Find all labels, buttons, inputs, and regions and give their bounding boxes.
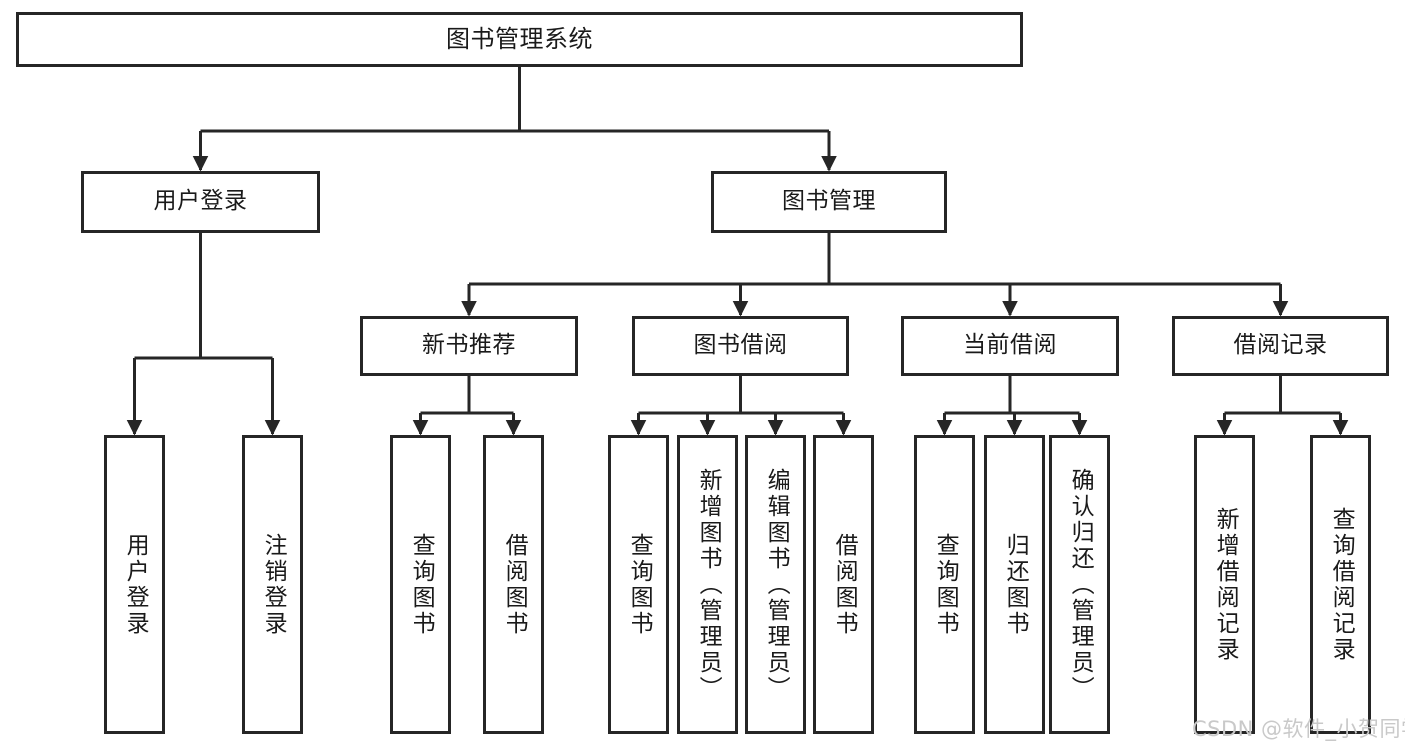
node-leaf-return-book-label: 归还图书 — [1002, 532, 1029, 637]
node-leaf-query-record-label: 查询借阅记录 — [1328, 506, 1355, 663]
node-leaf-query-book-1[interactable]: 查询图书 — [390, 435, 451, 734]
node-leaf-edit-book-label: 编辑图书（管理员） — [763, 467, 790, 702]
node-current-borrow[interactable]: 当前借阅 — [901, 316, 1119, 376]
node-root-label: 图书管理系统 — [446, 25, 593, 54]
node-leaf-confirm-return-label: 确认归还（管理员） — [1067, 467, 1094, 702]
node-leaf-logout-label: 注销登录 — [260, 532, 287, 637]
node-book-borrow-label: 图书借阅 — [693, 332, 788, 359]
node-leaf-borrow-book-2[interactable]: 借阅图书 — [813, 435, 874, 734]
node-leaf-user-login[interactable]: 用户登录 — [104, 435, 165, 734]
node-leaf-logout[interactable]: 注销登录 — [242, 435, 303, 734]
node-root[interactable]: 图书管理系统 — [16, 12, 1023, 67]
node-borrow-record[interactable]: 借阅记录 — [1172, 316, 1389, 376]
node-book-manage[interactable]: 图书管理 — [711, 171, 947, 233]
node-new-book-rec-label: 新书推荐 — [422, 332, 516, 359]
node-book-borrow[interactable]: 图书借阅 — [632, 316, 849, 376]
node-leaf-query-book-2-label: 查询图书 — [626, 532, 653, 637]
node-leaf-add-record[interactable]: 新增借阅记录 — [1194, 435, 1255, 734]
node-user-login[interactable]: 用户登录 — [81, 171, 320, 233]
node-leaf-borrow-book-1-label: 借阅图书 — [501, 532, 528, 637]
node-leaf-query-book-3-label: 查询图书 — [932, 532, 959, 637]
node-leaf-borrow-book-1[interactable]: 借阅图书 — [483, 435, 544, 734]
node-leaf-query-book-3[interactable]: 查询图书 — [914, 435, 975, 734]
node-leaf-user-login-label: 用户登录 — [122, 532, 149, 637]
node-leaf-borrow-book-2-label: 借阅图书 — [831, 532, 858, 637]
node-leaf-add-book-label: 新增图书（管理员） — [695, 467, 722, 702]
node-borrow-record-label: 借阅记录 — [1233, 332, 1328, 359]
node-leaf-query-book-1-label: 查询图书 — [408, 532, 435, 637]
node-book-manage-label: 图书管理 — [782, 188, 876, 215]
watermark-text: CSDN @软件_小贺同学 — [1192, 717, 1405, 741]
node-leaf-query-record[interactable]: 查询借阅记录 — [1310, 435, 1371, 734]
node-leaf-edit-book[interactable]: 编辑图书（管理员） — [745, 435, 806, 734]
node-leaf-return-book[interactable]: 归还图书 — [984, 435, 1045, 734]
node-current-borrow-label: 当前借阅 — [963, 332, 1057, 359]
node-new-book-rec[interactable]: 新书推荐 — [360, 316, 578, 376]
node-leaf-confirm-return[interactable]: 确认归还（管理员） — [1049, 435, 1110, 734]
node-leaf-add-record-label: 新增借阅记录 — [1212, 506, 1239, 663]
node-user-login-label: 用户登录 — [153, 188, 248, 215]
node-leaf-query-book-2[interactable]: 查询图书 — [608, 435, 669, 734]
node-leaf-add-book[interactable]: 新增图书（管理员） — [677, 435, 738, 734]
